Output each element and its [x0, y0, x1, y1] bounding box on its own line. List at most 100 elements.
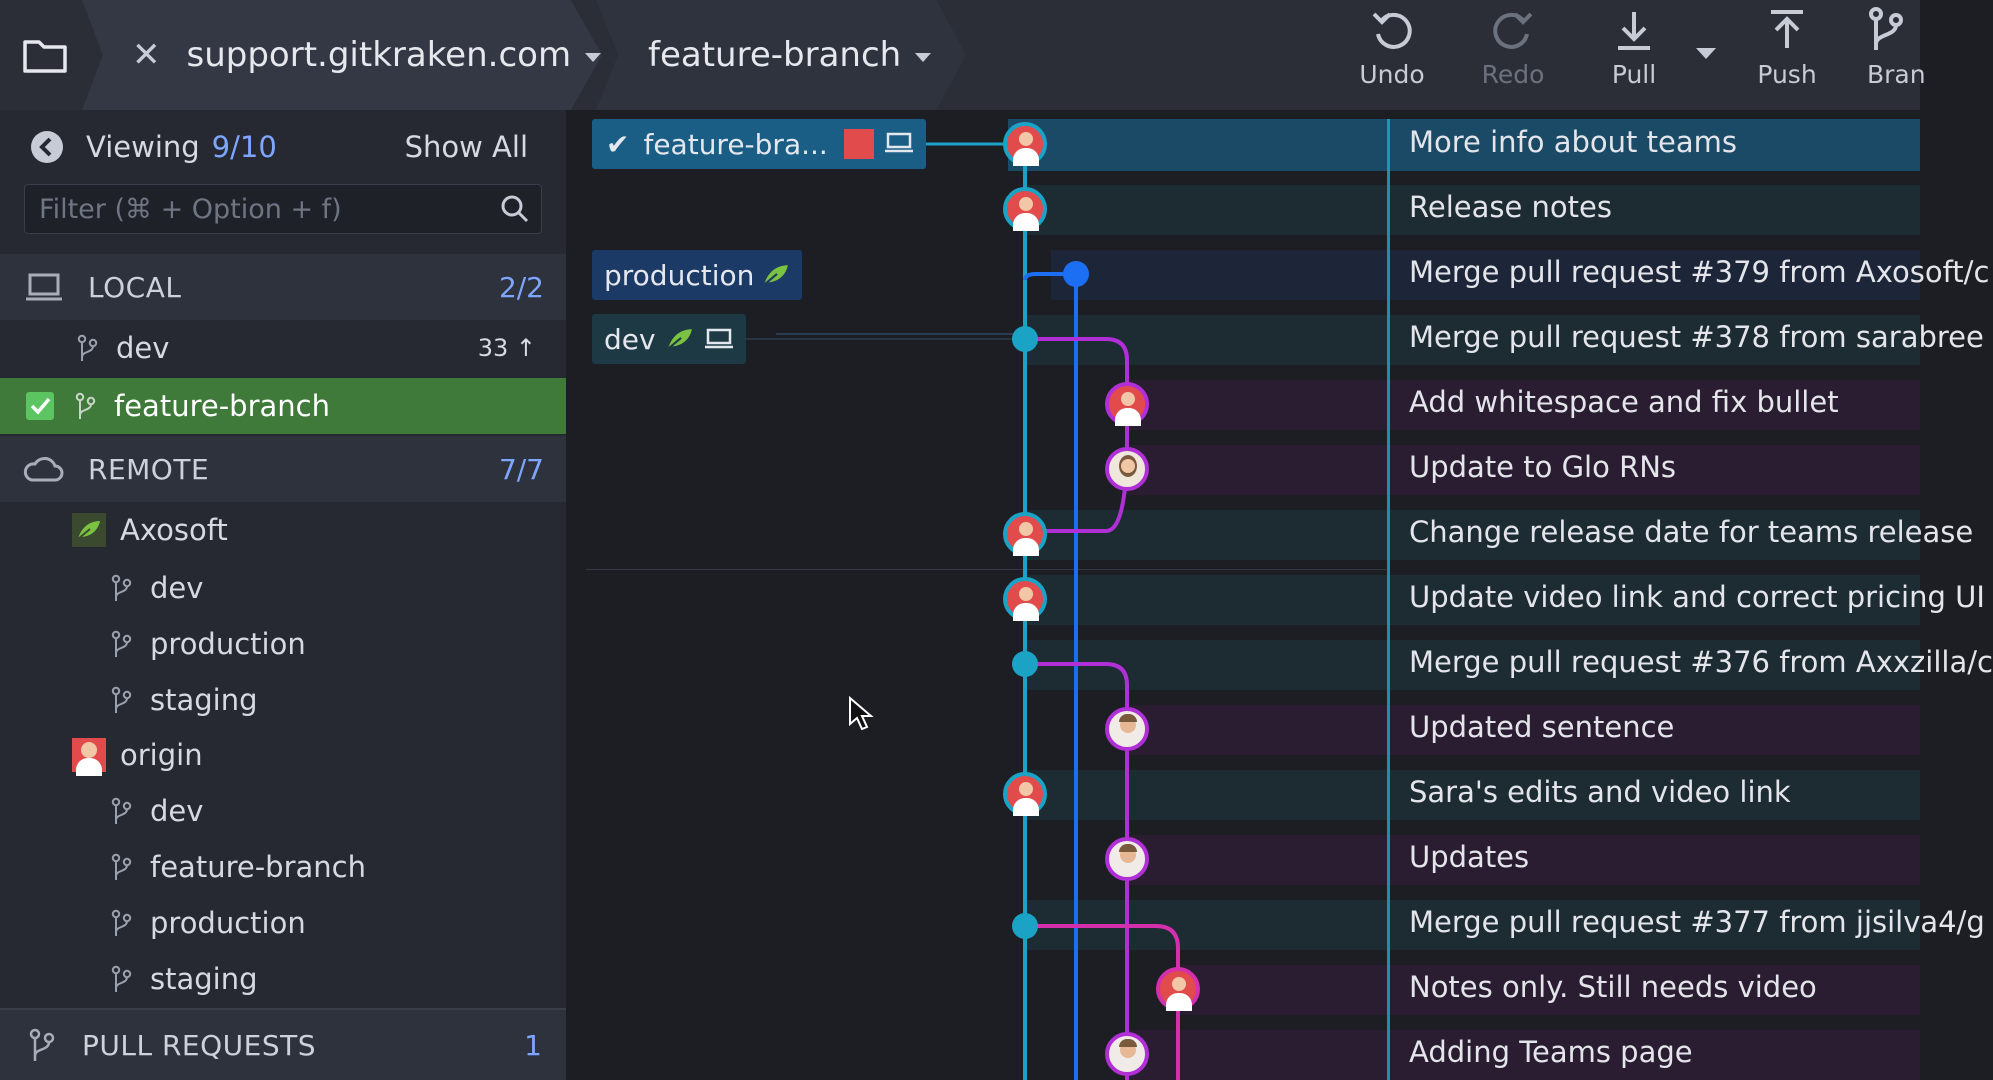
commit-message[interactable]: Updated sentence [1409, 710, 1675, 744]
axosoft-remote-avatar [72, 513, 106, 547]
redo-button[interactable]: Redo [1458, 6, 1568, 106]
branch-tab[interactable]: feature-branch [596, 0, 966, 110]
open-repo-button[interactable] [0, 0, 90, 110]
laptop-icon [884, 128, 914, 161]
branch-icon [111, 630, 132, 657]
viewing-header: Viewing 9/10 Show All [0, 110, 566, 184]
laptop-icon [705, 328, 733, 349]
pull-requests-section-header[interactable]: PULL REQUESTS 1 [0, 1008, 566, 1080]
pull-button[interactable]: Pull [1579, 6, 1689, 106]
branch-icon [111, 965, 132, 992]
commit-row-bg [1051, 250, 1920, 300]
remote-branch-axosoft-production[interactable]: production [0, 616, 566, 672]
close-icon[interactable]: ✕ [132, 35, 161, 75]
commit-message[interactable]: More info about teams [1409, 125, 1737, 159]
ahead-count: 33 ↑ [477, 334, 536, 362]
branch-button[interactable]: Bran [1850, 6, 1926, 106]
branch-icon [77, 334, 98, 361]
commit-row-bg [1126, 445, 1920, 495]
redo-icon [1493, 12, 1533, 49]
commit-message[interactable]: Merge pull request #376 from Axxzilla/c [1409, 645, 1993, 679]
local-branch-dev[interactable]: dev 33 ↑ [0, 320, 566, 376]
column-divider [1387, 119, 1390, 1080]
branch-icon [111, 797, 132, 824]
commit-message[interactable]: Update video link and correct pricing UI [1409, 580, 1985, 614]
author-avatar[interactable] [1003, 577, 1047, 621]
viewing-label: Viewing [86, 130, 200, 164]
author-avatar[interactable] [1105, 707, 1149, 751]
remote-section-header[interactable]: REMOTE 7/7 [0, 436, 566, 502]
author-avatar[interactable] [1003, 187, 1047, 231]
undo-icon [1372, 12, 1412, 49]
author-avatar[interactable] [1105, 1032, 1149, 1076]
left-panel: Viewing 9/10 Show All Filter (⌘ + Option… [0, 110, 566, 1080]
commit-row-bg [1126, 835, 1920, 885]
commit-row-bg [1024, 315, 1920, 365]
commit-message[interactable]: Merge pull request #378 from sarabree [1409, 320, 1984, 354]
remote-origin[interactable]: origin [0, 727, 566, 783]
author-avatar[interactable] [1003, 772, 1047, 816]
repo-tab[interactable]: ✕ support.gitkraken.com [82, 0, 602, 110]
local-section-header[interactable]: LOCAL 2/2 [0, 254, 566, 320]
mouse-cursor-icon [849, 695, 874, 731]
author-avatar[interactable] [1105, 447, 1149, 491]
commit-row-bg [1024, 510, 1920, 560]
commit-message[interactable]: Add whitespace and fix bullet [1409, 385, 1839, 419]
commit-row-bg [1024, 575, 1920, 625]
folder-icon [23, 40, 67, 73]
pull-options-chevron-icon[interactable] [1696, 48, 1716, 59]
pull-request-icon [29, 1028, 55, 1061]
commit-message[interactable]: Merge pull request #377 from jjsilva4/g [1409, 905, 1985, 939]
collapse-panel-icon[interactable] [30, 130, 64, 164]
toolbar: ✕ support.gitkraken.com feature-branch U… [0, 0, 1926, 110]
origin-remote-avatar [72, 738, 106, 776]
commit-message[interactable]: Change release date for teams release [1409, 515, 1974, 549]
remote-branch-origin-feature-branch[interactable]: feature-branch [0, 839, 566, 895]
author-avatar[interactable] [1003, 512, 1047, 556]
commit-row-bg [1126, 380, 1920, 430]
author-avatar[interactable] [1105, 837, 1149, 881]
commit-row-bg [1126, 705, 1920, 755]
remote-branch-axosoft-staging[interactable]: staging [0, 672, 566, 728]
ref-dev[interactable]: dev [592, 314, 746, 364]
local-branch-feature-branch[interactable]: feature-branch [0, 378, 566, 434]
author-avatar[interactable] [1003, 122, 1047, 166]
viewing-count: 9/10 [211, 130, 277, 164]
commit-graph: ✔ feature-bra... production dev More inf… [566, 110, 1993, 1080]
commit-message[interactable]: Release notes [1409, 190, 1612, 224]
ref-production[interactable]: production [592, 250, 802, 300]
arrow-up-icon: ↑ [515, 334, 536, 362]
commit-row-bg [1126, 1030, 1920, 1080]
laptop-icon [26, 273, 62, 301]
remote-branch-axosoft-dev[interactable]: dev [0, 560, 566, 616]
leaf-icon [77, 521, 100, 540]
undo-button[interactable]: Undo [1337, 6, 1447, 106]
leaf-icon [763, 265, 788, 286]
author-avatar[interactable] [1105, 382, 1149, 426]
row-divider [586, 569, 1386, 570]
commit-message[interactable]: Sara's edits and video link [1409, 775, 1791, 809]
remote-axosoft[interactable]: Axosoft [0, 502, 566, 558]
commit-row-bg [1176, 965, 1920, 1015]
show-all-button[interactable]: Show All [404, 130, 528, 164]
remote-branch-origin-staging[interactable]: staging [0, 951, 566, 1007]
filter-input[interactable]: Filter (⌘ + Option + f) [24, 184, 542, 234]
commit-message[interactable]: Merge pull request #379 from Axosoft/c [1409, 255, 1990, 289]
commit-row-bg [1024, 185, 1920, 235]
branch-icon [111, 574, 132, 601]
remote-branch-origin-dev[interactable]: dev [0, 783, 566, 839]
branch-icon [111, 909, 132, 936]
author-avatar[interactable] [1156, 967, 1200, 1011]
push-icon [1771, 10, 1803, 48]
graph-lines [746, 142, 1180, 1080]
remote-branch-origin-production[interactable]: production [0, 895, 566, 951]
push-button[interactable]: Push [1732, 6, 1842, 106]
commit-message[interactable]: Update to Glo RNs [1409, 450, 1677, 484]
branch-icon [75, 392, 96, 419]
chevron-down-icon [915, 52, 932, 62]
commit-message[interactable]: Adding Teams page [1409, 1035, 1693, 1069]
ref-feature-branch[interactable]: ✔ feature-bra... [592, 119, 926, 169]
commit-message[interactable]: Updates [1409, 840, 1530, 874]
commit-message[interactable]: Notes only. Still needs video [1409, 970, 1817, 1004]
branch-name: feature-branch [648, 35, 902, 75]
